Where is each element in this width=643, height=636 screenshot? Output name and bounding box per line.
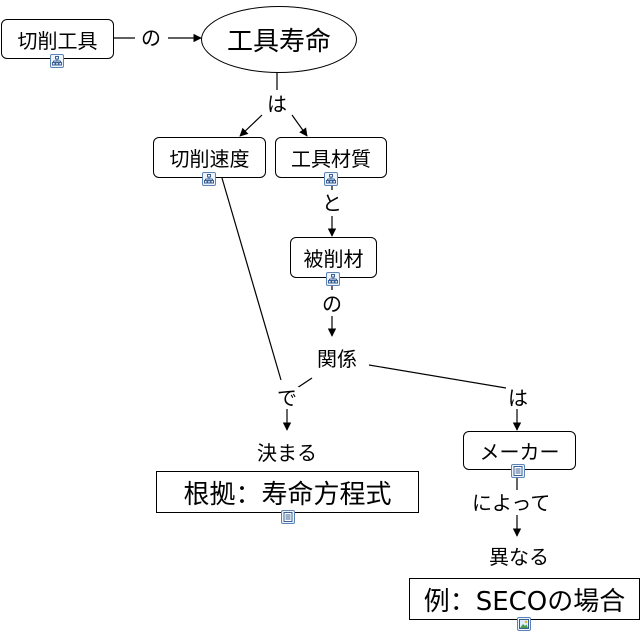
node-tool-material[interactable]: 工具材質	[275, 137, 387, 178]
document-icon[interactable]	[281, 510, 295, 524]
node-workpiece[interactable]: 被削材	[290, 237, 377, 278]
concept-label: 異なる	[489, 544, 549, 569]
link-label-wa: は	[506, 386, 530, 410]
link-label-no: の	[139, 26, 163, 50]
node-cutting-speed[interactable]: 切削速度	[153, 137, 266, 178]
link-label-wa: は	[265, 92, 289, 116]
node-example[interactable]: 例：SECOの場合	[409, 578, 640, 620]
line-wa-to-material	[291, 114, 308, 137]
concept-label: 工具材質	[291, 147, 371, 171]
link-label-niyotte: によって	[470, 491, 553, 515]
line-speed-to-de	[221, 177, 282, 381]
link-label-de: で	[275, 386, 299, 410]
node-decided[interactable]: 決まる	[245, 436, 329, 466]
line-wa-to-speed	[239, 114, 263, 137]
concept-label: 工具寿命	[226, 27, 331, 57]
line-relation-to-wa	[368, 364, 507, 389]
document-icon[interactable]	[511, 464, 525, 478]
concept-map-icon[interactable]	[324, 172, 338, 186]
concept-map-icon[interactable]	[50, 54, 64, 68]
line-relation-to-de	[296, 377, 313, 389]
node-cutting-tool[interactable]: 切削工具	[1, 19, 114, 59]
link-label-to: と	[320, 191, 344, 215]
image-icon[interactable]	[517, 617, 531, 631]
node-tool-life[interactable]: 工具寿命	[201, 6, 357, 73]
concept-map-icon[interactable]	[326, 272, 340, 286]
concept-map-icon[interactable]	[202, 172, 216, 186]
concept-label: メーカー	[479, 440, 560, 464]
node-relation[interactable]: 関係	[305, 342, 369, 372]
concept-label: 被削材	[303, 247, 364, 271]
node-maker[interactable]: メーカー	[463, 431, 576, 470]
concept-label: 根拠：寿命方程式	[183, 479, 392, 510]
node-differ[interactable]: 異なる	[477, 540, 561, 570]
node-basis[interactable]: 根拠：寿命方程式	[156, 471, 419, 513]
concept-label: 例：SECOの場合	[423, 586, 626, 617]
concept-label: 決まる	[257, 440, 317, 465]
concept-label: 切削工具	[17, 28, 98, 53]
link-label-no: の	[320, 292, 344, 316]
concept-label: 関係	[317, 346, 357, 371]
concept-label: 切削速度	[169, 147, 250, 171]
